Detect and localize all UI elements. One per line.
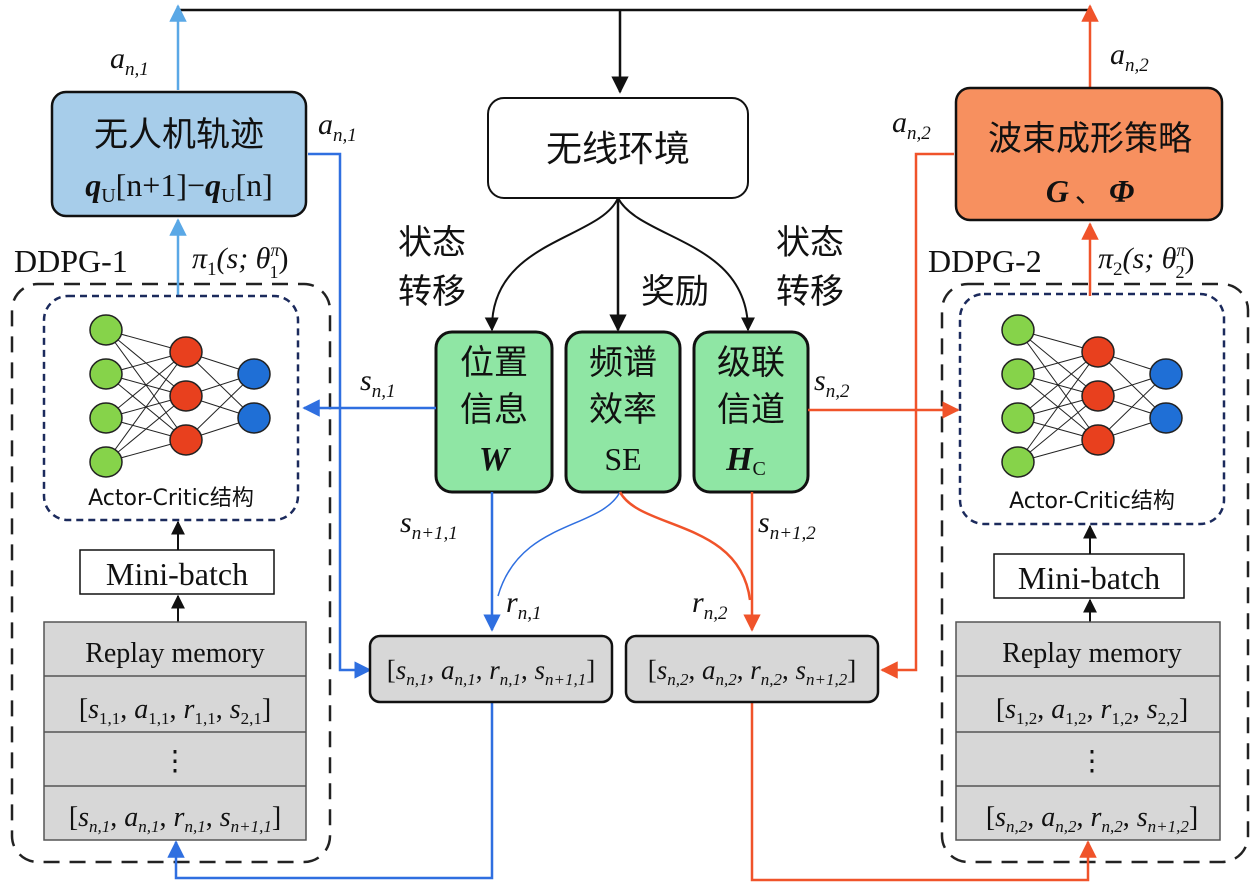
state-box-spectral: 频谱 效率 SE: [564, 330, 682, 494]
nn-node: [1081, 380, 1115, 412]
nn-node: [89, 446, 123, 478]
env-label: 无线环境: [546, 129, 690, 170]
svg-text:⋮: ⋮: [1078, 746, 1106, 777]
svg-text:Replay memory: Replay memory: [85, 638, 265, 669]
beamforming-box: 波束成形策略 G、Φ: [954, 86, 1224, 222]
state-box-position: 位置 信息 W: [434, 330, 554, 494]
actor-critic-label-left: Actor-Critic结构: [88, 486, 254, 511]
svg-text:[s1,1, a1,1, r1,1, s2,1]: [s1,1, a1,1, r1,1, s2,1]: [79, 694, 271, 728]
nn-node: [89, 402, 123, 434]
nn-node: [1081, 336, 1115, 368]
uav-trajectory-box: 无人机轨迹 qU[n+1]−qU[n]: [50, 90, 308, 218]
svg-text:级联: 级联: [717, 343, 785, 383]
ddpg-2-label: DDPG-2: [928, 243, 1042, 279]
nn-node: [1001, 314, 1035, 346]
svg-text:SE: SE: [604, 441, 641, 477]
label-s-n1: sn,1: [360, 364, 395, 402]
svg-text:[sn,1, an,1, rn,1, sn+1,1]: [sn,1, an,1, rn,1, sn+1,1]: [69, 802, 281, 836]
svg-text:Replay memory: Replay memory: [1002, 638, 1182, 669]
nn-node: [1001, 358, 1035, 390]
nn-node: [1081, 424, 1115, 456]
nn-edge: [1017, 351, 1099, 463]
top-feedback-lines: [169, 4, 1099, 94]
tuple-box-left: [sn,1, an,1, rn,1, sn+1,1]: [368, 634, 614, 704]
ddpg-1-label: DDPG-1: [14, 243, 128, 279]
minibatch-label-right: Mini-batch: [1018, 560, 1160, 596]
svg-text:⋮: ⋮: [161, 746, 189, 777]
nn-node: [1001, 402, 1035, 434]
nn-node: [1001, 446, 1035, 478]
state-box-cascade: 级联 信道 HC: [692, 330, 810, 494]
state-transition-left-1: 状态: [398, 223, 466, 263]
agent-1-flow-lines: [167, 152, 621, 880]
minibatch-label-left: Mini-batch: [106, 556, 248, 592]
state-transition-right-1: 状态: [776, 223, 844, 263]
label-a-n1-top: an,1: [110, 42, 149, 80]
svg-text:[s1,2, a1,2, r1,2, s2,2]: [s1,2, a1,2, r1,2, s2,2]: [996, 694, 1188, 728]
svg-text:信道: 信道: [717, 390, 785, 430]
replay-memory-left: Replay memory [s1,1, a1,1, r1,1, s2,1] ⋮…: [43, 621, 307, 841]
neural-net-right: [1001, 314, 1183, 478]
actor-critic-label-right: Actor-Critic结构: [1009, 489, 1175, 514]
svg-text:波束成形策略: 波束成形策略: [988, 119, 1192, 159]
actor-critic-box-right: [958, 292, 1226, 526]
svg-text:位置: 位置: [460, 343, 528, 383]
label-a-n2-side: an,2: [892, 106, 931, 144]
minibatch-box-left: [79, 549, 275, 595]
nn-node: [169, 336, 203, 368]
nn-edge: [1017, 395, 1099, 463]
ddpg-1-container: [10, 282, 332, 864]
svg-text:[sn,1, an,1, rn,1, sn+1,1]: [sn,1, an,1, rn,1, sn+1,1]: [387, 655, 596, 689]
nn-node: [89, 314, 123, 346]
minibatch-box-right: [993, 553, 1185, 599]
nn-edge: [105, 395, 187, 463]
env-to-state-arrows: [484, 197, 755, 332]
actor-critic-box-left: [42, 294, 300, 522]
nn-node: [1149, 402, 1183, 434]
agent-2-flow-lines: [618, 152, 1097, 882]
nn-edge: [105, 351, 187, 419]
label-r-n1: rn,1: [506, 586, 541, 624]
wireless-environment-box: 无线环境: [487, 97, 749, 199]
label-s-n2: sn,2: [814, 364, 850, 402]
tuple-box-right: [sn,2, an,2, rn,2, sn+1,2]: [624, 634, 880, 704]
svg-text:HC: HC: [725, 441, 766, 480]
label-s-next1: sn+1,1: [400, 506, 458, 544]
svg-text:[sn,2, an,2, rn,2, sn+1,2]: [sn,2, an,2, rn,2, sn+1,2]: [648, 655, 857, 689]
svg-text:[sn,2, an,2, rn,2, sn+1,2]: [sn,2, an,2, rn,2, sn+1,2]: [986, 802, 1198, 836]
svg-text:无人机轨迹: 无人机轨迹: [94, 115, 264, 155]
svg-text:qU[n+1]−qU[n]: qU[n+1]−qU[n]: [85, 167, 273, 207]
replay-memory-right: Replay memory [s1,2, a1,2, r1,2, s2,2] ⋮…: [955, 621, 1221, 841]
nn-edge: [1017, 351, 1099, 419]
nn-edge: [105, 351, 187, 463]
svg-text:信息: 信息: [460, 390, 528, 430]
label-r-n2: rn,2: [692, 586, 728, 624]
nn-node: [89, 358, 123, 390]
nn-node: [169, 424, 203, 456]
neural-net-left: [89, 314, 271, 478]
label-a-n2-top: an,2: [1110, 38, 1149, 76]
svg-text:G、Φ: G、Φ: [1046, 173, 1134, 209]
nn-node: [169, 380, 203, 412]
label-a-n1-side: an,1: [318, 108, 357, 146]
svg-text:效率: 效率: [589, 390, 657, 430]
label-s-next2: sn+1,2: [758, 506, 816, 544]
nn-node: [1149, 358, 1183, 390]
nn-node: [237, 358, 271, 390]
nn-node: [237, 402, 271, 434]
ddpg-2-container: [940, 282, 1250, 864]
state-transition-left-2: 转移: [398, 272, 466, 312]
reward-label: 奖励: [641, 272, 709, 312]
state-transition-right-2: 转移: [776, 272, 844, 312]
svg-text:W: W: [479, 441, 512, 478]
svg-text:频谱: 频谱: [589, 343, 657, 383]
